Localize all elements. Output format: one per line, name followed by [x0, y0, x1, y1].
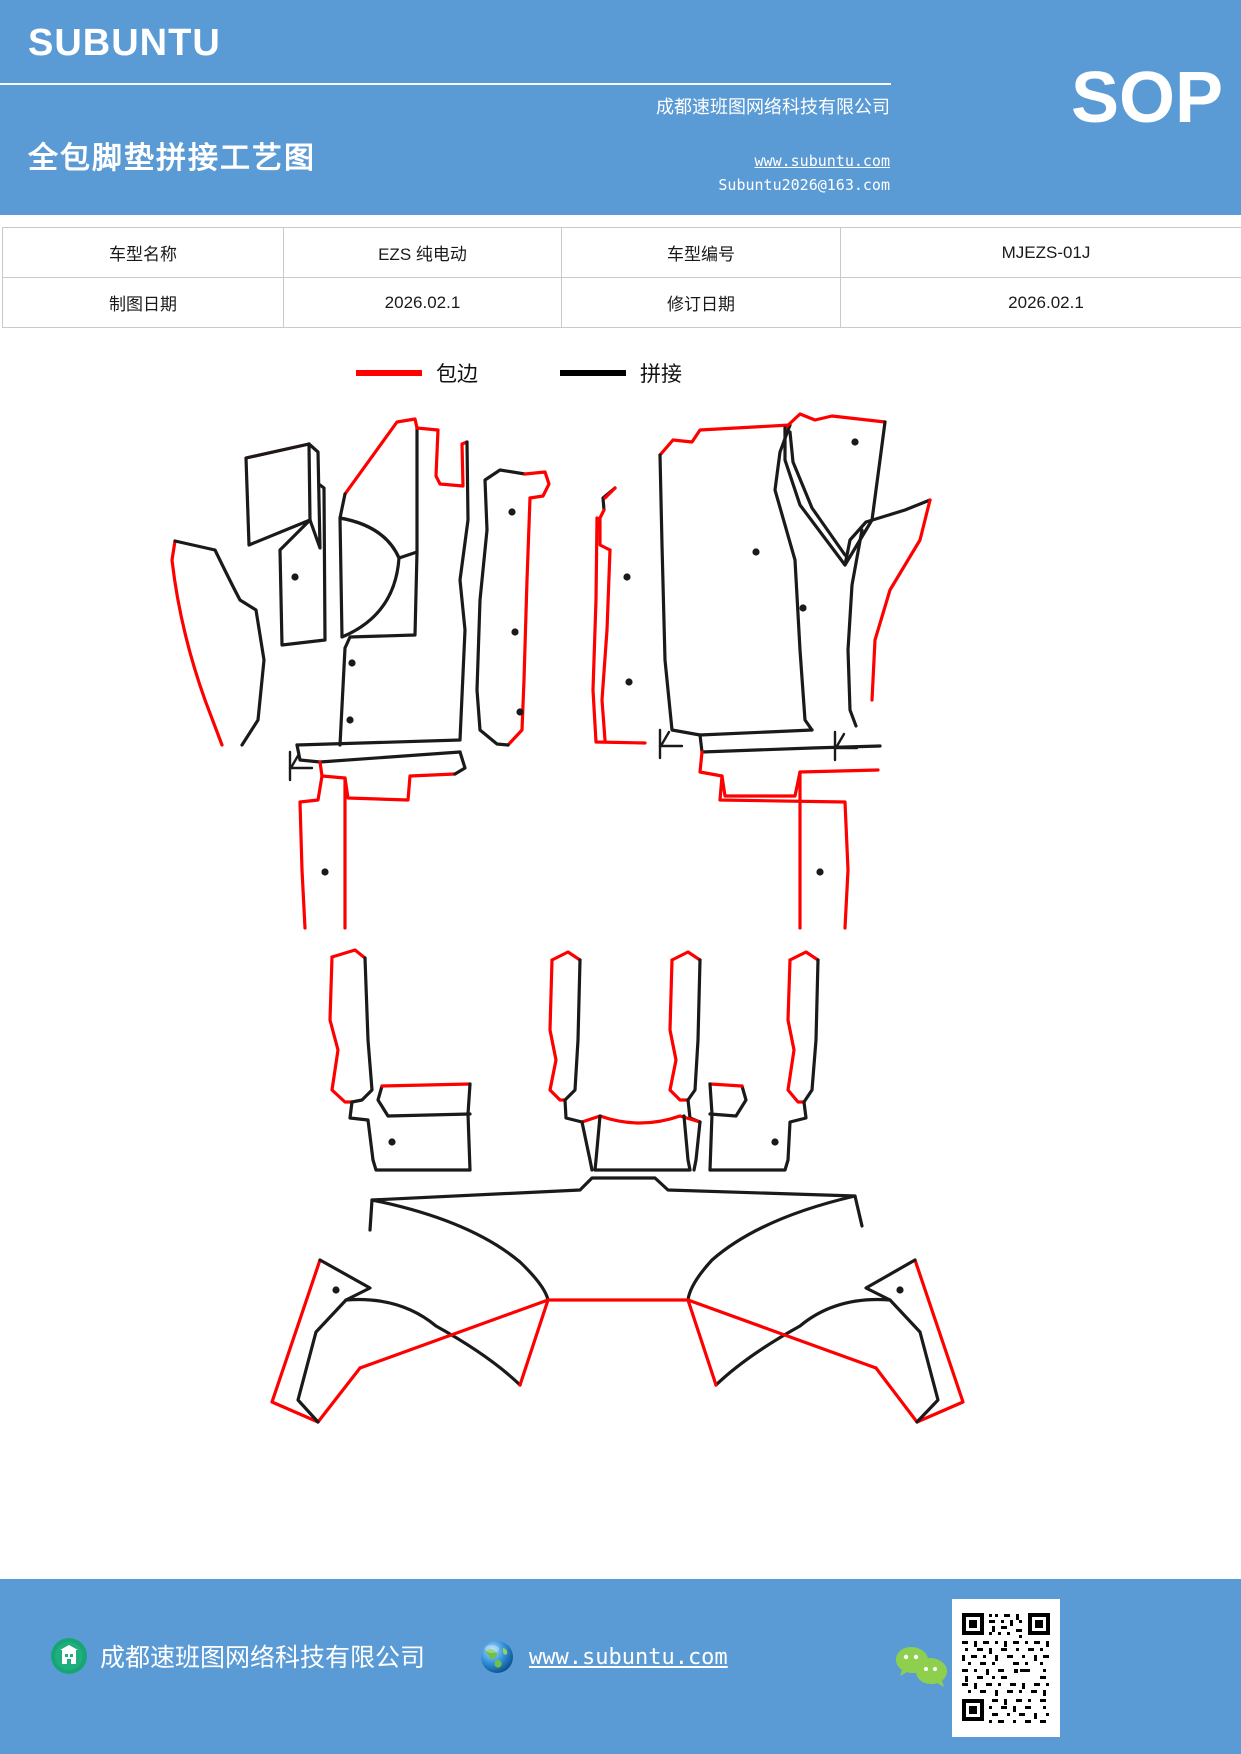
cell-model-name-value: EZS 纯电动 — [283, 227, 562, 278]
piece-third-row-center — [580, 1114, 702, 1172]
piece-third-row-left — [328, 948, 472, 1172]
grommet-marker — [321, 868, 329, 876]
globe-icon — [481, 1641, 513, 1673]
pattern-svg-canvas — [170, 412, 965, 1424]
legend-label-binding: 包边 — [436, 362, 478, 386]
piece-front-left-strip — [278, 442, 327, 647]
footer-website-block[interactable]: www.subuntu.com — [477, 1637, 728, 1677]
document-header: SUBUNTU 全包脚垫拼接工艺图 SOP 成都速班图网络科技有限公司 www.… — [0, 0, 1241, 215]
legend-swatch-red-icon — [356, 370, 422, 376]
grommet-marker — [799, 604, 807, 612]
header-company-name: 成都速班图网络科技有限公司 — [656, 97, 890, 118]
alignment-mark-left — [288, 750, 314, 782]
grommet-marker — [511, 628, 519, 636]
footer-company-block: 成都速班图网络科技有限公司 — [50, 1637, 425, 1675]
piece-front-right-main — [658, 423, 814, 737]
qr-code[interactable] — [952, 1599, 1060, 1737]
alignment-mark-right — [658, 728, 684, 760]
cell-model-code-label: 车型编号 — [561, 227, 841, 278]
footer-company-name: 成都速班图网络科技有限公司 — [100, 1643, 426, 1672]
piece-front-left-sill — [170, 539, 266, 747]
piece-front-left-wedge — [338, 516, 401, 639]
grommet-marker — [625, 678, 633, 686]
grommet-marker — [623, 573, 631, 581]
header-email: Subuntu2026@163.com — [718, 176, 890, 194]
legend-item-seam: 拼接 — [560, 358, 682, 388]
grommet-marker — [388, 1138, 396, 1146]
cell-draw-date-value: 2026.02.1 — [283, 277, 562, 328]
grommet-marker — [332, 1286, 340, 1294]
piece-front-right-triangle — [783, 412, 887, 567]
cell-revision-date-value: 2026.02.1 — [840, 277, 1241, 328]
grommet-marker — [508, 508, 516, 516]
piece-rear-left-wing — [270, 1258, 550, 1424]
building-icon — [51, 1638, 87, 1674]
grommet-marker — [816, 868, 824, 876]
grommet-marker — [851, 438, 859, 446]
piece-front-right-sill — [591, 486, 647, 745]
document-footer: 成都速班图网络科技有限公司 www.subuntu.com — [0, 1579, 1241, 1754]
piece-rear-right-wing — [686, 1258, 965, 1424]
grommet-marker — [348, 659, 356, 667]
piece-third-row-center-left-strip — [548, 950, 584, 1124]
cell-model-name-label: 车型名称 — [2, 227, 284, 278]
wechat-bubbles-icon — [896, 1647, 947, 1687]
footer-website-link[interactable]: www.subuntu.com — [529, 1644, 728, 1670]
sop-badge: SOP — [1070, 58, 1223, 138]
grommet-marker — [291, 573, 299, 581]
page-title: 全包脚垫拼接工艺图 — [28, 141, 316, 176]
drawing-legend: 包边 拼接 — [0, 358, 1241, 392]
header-divider-rule — [0, 83, 891, 85]
table-row: 制图日期 2026.02.1 修订日期 2026.02.1 — [2, 277, 1241, 328]
alignment-mark-far-right — [833, 730, 859, 762]
header-website-link[interactable]: www.subuntu.com — [754, 152, 890, 170]
grommet-marker — [752, 548, 760, 556]
piece-third-row-right — [708, 950, 820, 1172]
legend-swatch-black-icon — [560, 370, 626, 376]
piece-front-center-left-strip — [475, 468, 551, 747]
grommet-marker — [771, 1138, 779, 1146]
cell-draw-date-label: 制图日期 — [2, 277, 284, 328]
piece-third-row-center-right-strip — [668, 950, 702, 1124]
cell-model-code-value: MJEZS-01J — [840, 227, 1241, 278]
grommet-marker — [516, 708, 524, 716]
grommet-marker — [896, 1286, 904, 1294]
wechat-icon[interactable] — [895, 1645, 949, 1694]
piece-front-right-outer — [843, 498, 932, 728]
qr-code-icon — [956, 1603, 1056, 1733]
piece-rear-cargo-panel — [368, 1176, 864, 1302]
piece-second-row-left — [295, 743, 467, 930]
vehicle-info-table: 车型名称 EZS 纯电动 车型编号 MJEZS-01J 制图日期 2026.02… — [2, 227, 1241, 328]
piece-second-row-right — [698, 733, 882, 930]
brand-logo-text: SUBUNTU — [28, 22, 221, 64]
grommet-marker — [346, 716, 354, 724]
legend-item-binding: 包边 — [356, 358, 478, 388]
table-row: 车型名称 EZS 纯电动 车型编号 MJEZS-01J — [2, 227, 1241, 278]
cell-revision-date-label: 修订日期 — [561, 277, 841, 328]
floor-mat-pattern-drawing — [0, 400, 1241, 1430]
piece-front-left-main — [295, 417, 470, 747]
legend-label-seam: 拼接 — [640, 362, 682, 386]
